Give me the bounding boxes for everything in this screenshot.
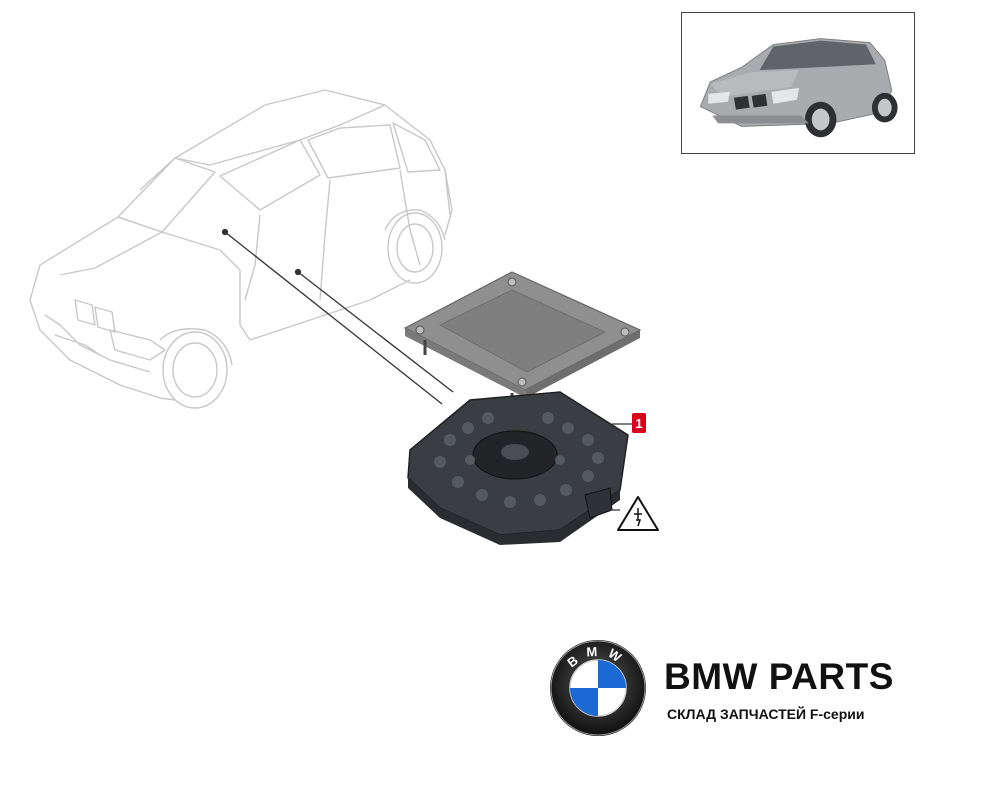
bmw-logo-icon[interactable]: BMW — [548, 638, 648, 738]
speaker-grille-cover — [403, 271, 642, 408]
car-outline — [29, 89, 453, 409]
brand-title: BMW PARTS — [664, 656, 894, 697]
warning-electric-plug-icon — [596, 496, 659, 531]
vehicle-inset-photo — [681, 12, 915, 154]
pointer-lines — [221, 228, 454, 405]
brand-subtitle: СКЛАД ЗАПЧАСТЕЙ F-серии — [667, 706, 865, 722]
part-callout[interactable]: 1 — [612, 413, 646, 433]
brand-block: BMW BMW PARTS СКЛАД ЗАПЧАСТЕЙ F-серии — [548, 638, 938, 750]
speaker-housing — [407, 391, 629, 545]
callout-number: 1 — [635, 416, 642, 431]
suv-photo — [699, 38, 898, 138]
